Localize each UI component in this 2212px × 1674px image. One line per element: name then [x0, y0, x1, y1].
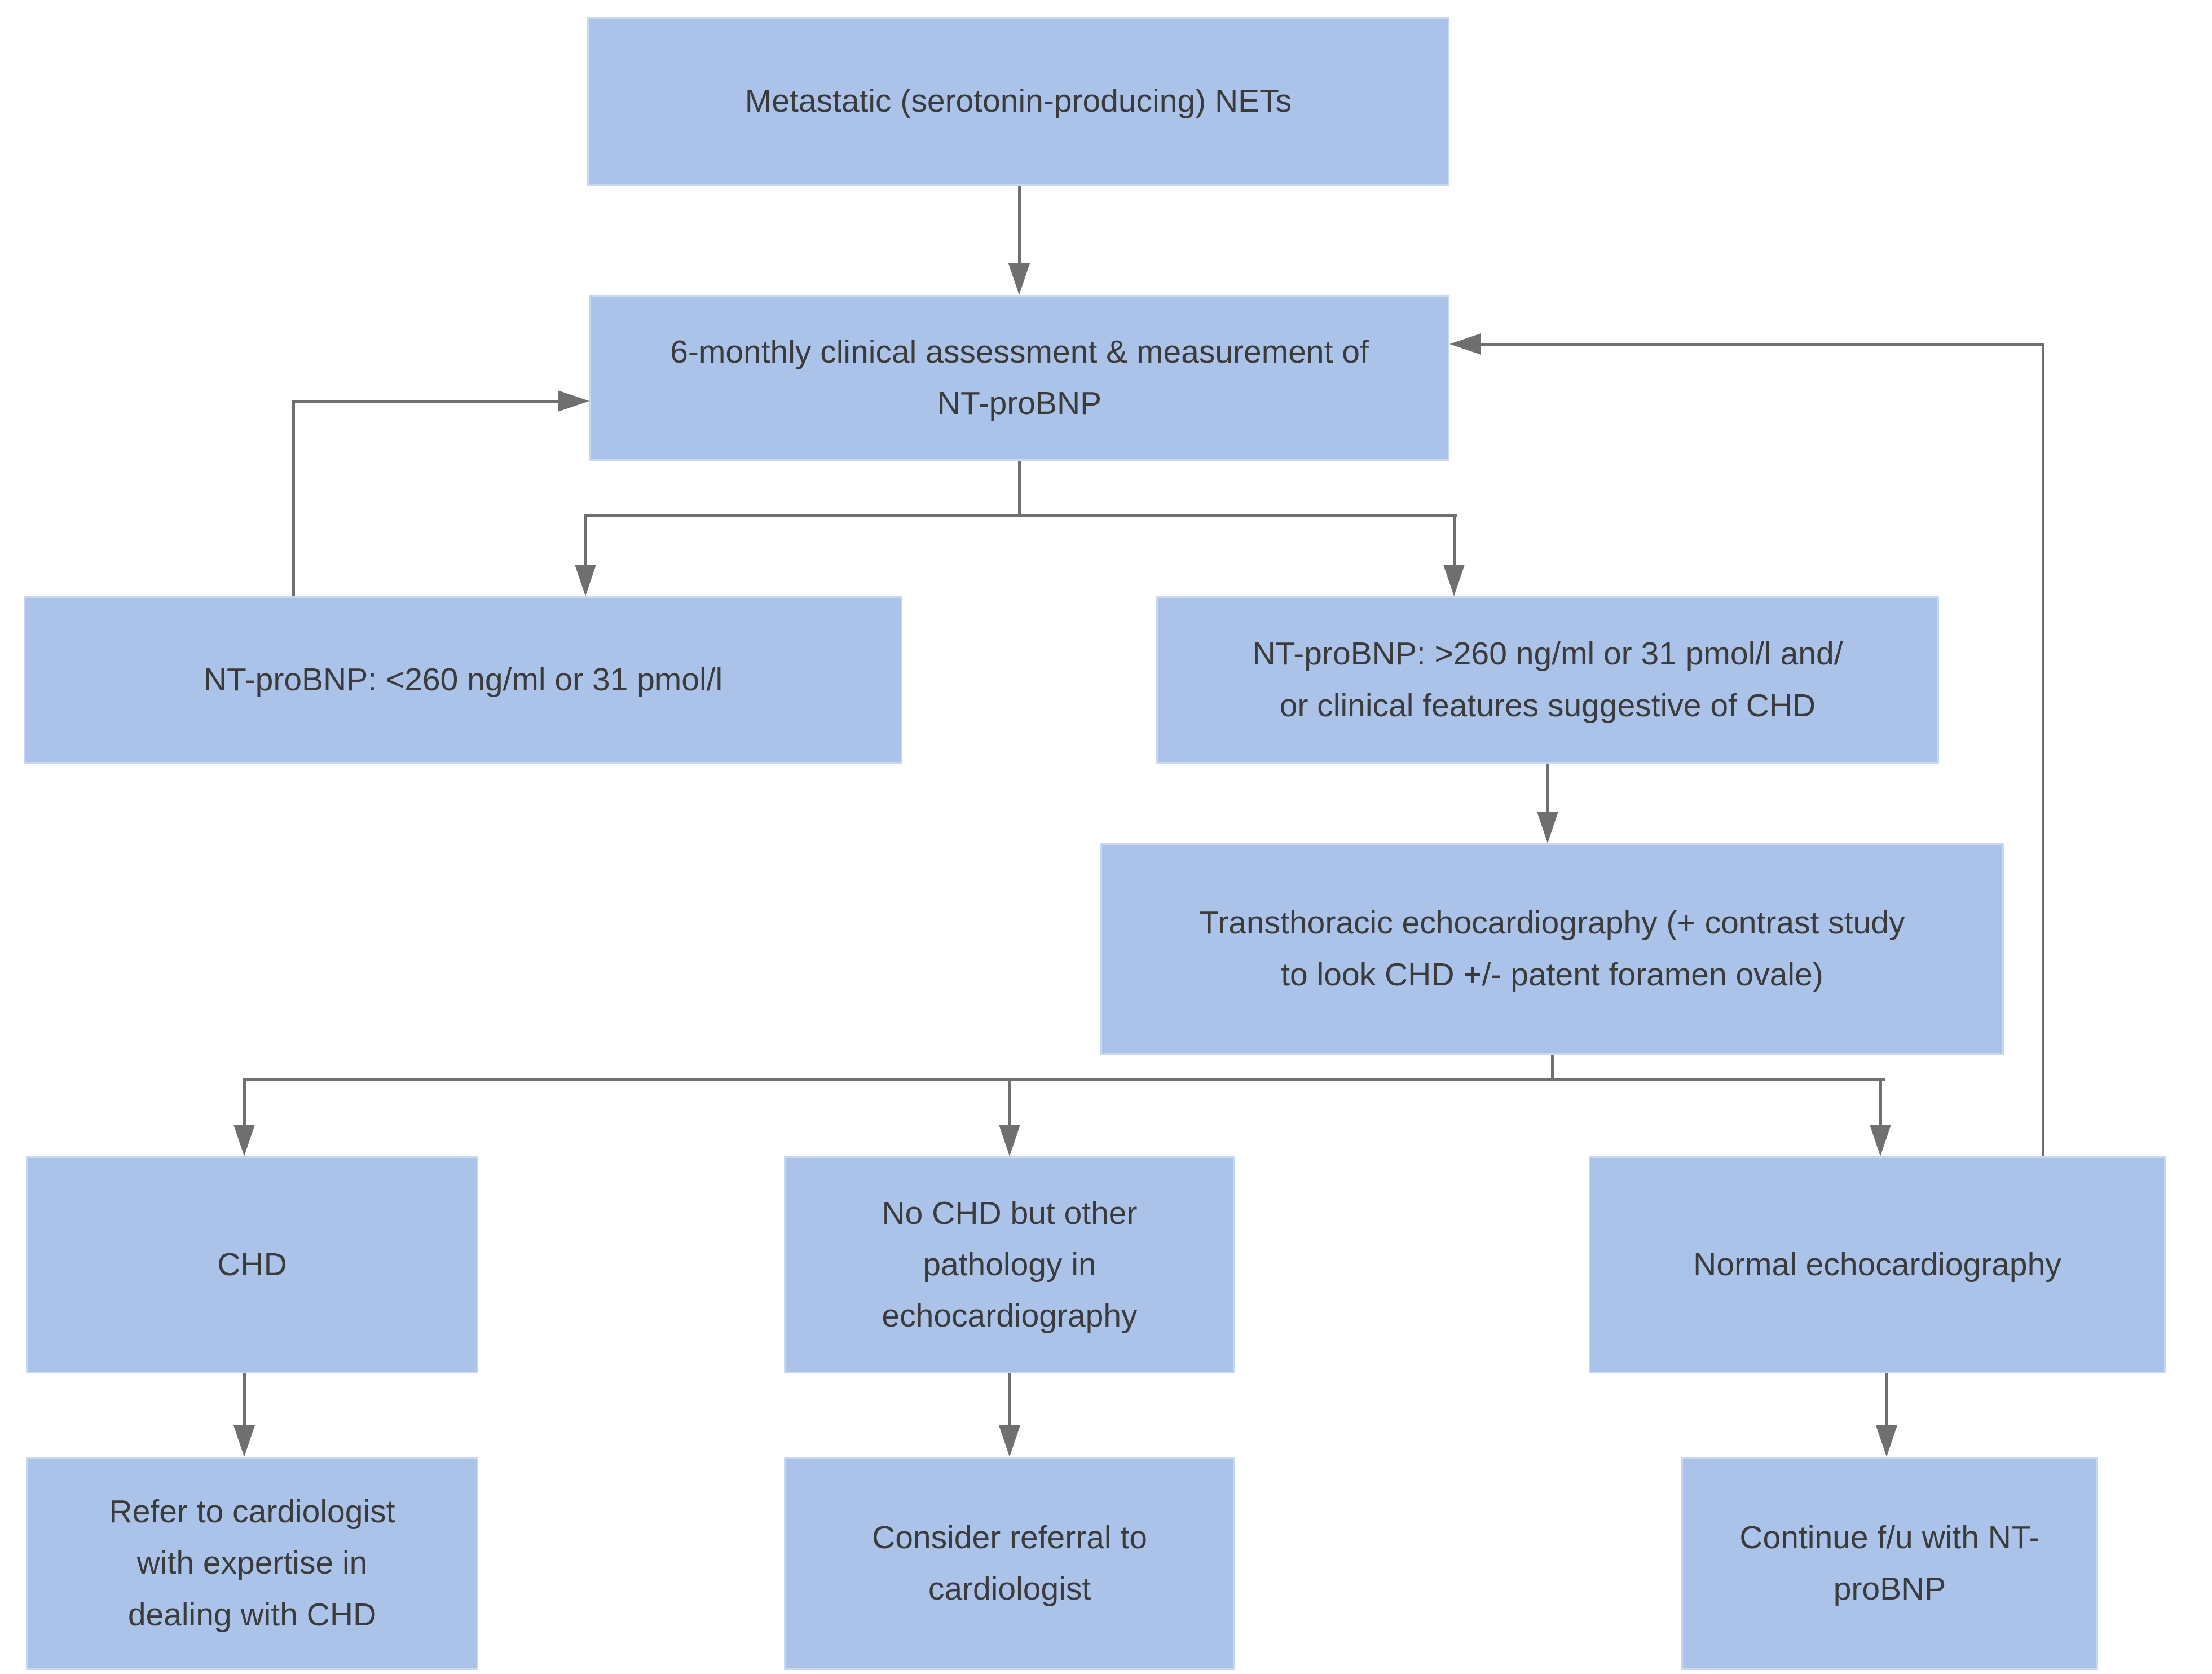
node-ntprobnp-high: NT-proBNP: >260 ng/ml or 31 pmol/l and/ … — [1156, 596, 1939, 764]
edge-tte-to-normal-echo-line — [1879, 1078, 1882, 1127]
node-assessment: 6-monthly clinical assessment & measurem… — [589, 295, 1449, 461]
edge-chd-to-refer-arrowhead-icon — [233, 1425, 255, 1457]
node-metastatic-nets-label: Metastatic (serotonin-producing) NETs — [744, 83, 1292, 120]
edge-tte-to-no-chd-arrowhead-icon — [999, 1125, 1020, 1156]
node-continue-fu: Continue f/u with NT- proBNP — [1681, 1457, 2098, 1670]
edge-ntprobnp-low-feedback-vertical-line — [292, 400, 295, 596]
node-consider-referral: Consider referral to cardiologist — [784, 1457, 1235, 1670]
edge-tte-to-chd-line — [243, 1078, 246, 1127]
node-normal-echo-label: Normal echocardiography — [1693, 1246, 2061, 1283]
edge-tte-to-chd-arrowhead-icon — [233, 1125, 255, 1156]
edge-assessment-to-ntprobnp-high-line — [1453, 514, 1456, 566]
edge-ntprobnp-low-feedback-horizontal-line — [292, 400, 560, 403]
node-refer-cardiologist-label: Refer to cardiologist with expertise in … — [109, 1494, 395, 1633]
node-tte-label: Transthoracic echocardiography (+ contra… — [1199, 905, 1905, 993]
edge-metastatic-to-assessment-arrowhead-icon — [1008, 263, 1030, 295]
edge-chd-to-refer-line — [243, 1373, 246, 1428]
node-no-chd-other-pathology: No CHD but other pathology in echocardio… — [784, 1156, 1235, 1373]
edge-assessment-split-crossbar-line — [584, 514, 1457, 517]
edge-ntprobnp-high-to-tte-arrowhead-icon — [1537, 812, 1558, 843]
edge-tte-split-stem-line — [1551, 1055, 1554, 1080]
edge-tte-to-no-chd-line — [1008, 1078, 1011, 1127]
node-chd: CHD — [26, 1156, 478, 1373]
edge-normal-echo-feedback-vertical-line — [2042, 343, 2044, 1156]
edge-no-chd-to-consider-arrowhead-icon — [999, 1425, 1020, 1457]
edge-no-chd-to-consider-line — [1008, 1373, 1011, 1428]
edge-tte-to-normal-echo-arrowhead-icon — [1870, 1125, 1891, 1156]
node-refer-cardiologist: Refer to cardiologist with expertise in … — [26, 1457, 478, 1670]
edge-ntprobnp-low-feedback-arrowhead-icon — [558, 390, 589, 412]
edge-normal-echo-to-continue-line — [1885, 1373, 1888, 1428]
node-normal-echo: Normal echocardiography — [1589, 1156, 2166, 1373]
node-assessment-label: 6-monthly clinical assessment & measurem… — [670, 333, 1369, 421]
edge-ntprobnp-high-to-tte-line — [1546, 764, 1549, 813]
node-tte: Transthoracic echocardiography (+ contra… — [1100, 843, 2004, 1055]
node-ntprobnp-low-label: NT-proBNP: <260 ng/ml or 31 pmol/l — [203, 661, 723, 698]
edge-tte-split-crossbar-line — [243, 1078, 1885, 1081]
edge-assessment-to-ntprobnp-low-line — [584, 514, 587, 566]
edge-assessment-to-ntprobnp-low-arrowhead-icon — [575, 565, 596, 596]
node-metastatic-nets: Metastatic (serotonin-producing) NETs — [587, 17, 1449, 186]
edge-assessment-to-ntprobnp-high-arrowhead-icon — [1443, 565, 1465, 596]
edge-metastatic-to-assessment-line — [1018, 186, 1021, 266]
edge-normal-echo-feedback-arrowhead-icon — [1449, 333, 1481, 355]
edge-normal-echo-to-continue-arrowhead-icon — [1876, 1425, 1897, 1457]
node-chd-label: CHD — [217, 1246, 287, 1283]
edge-assessment-split-stem-line — [1018, 461, 1021, 515]
node-continue-fu-label: Continue f/u with NT- proBNP — [1739, 1519, 2040, 1607]
node-consider-referral-label: Consider referral to cardiologist — [872, 1519, 1147, 1607]
edge-normal-echo-feedback-horizontal-line — [1479, 343, 2044, 346]
node-ntprobnp-low: NT-proBNP: <260 ng/ml or 31 pmol/l — [24, 596, 902, 764]
node-no-chd-other-pathology-label: No CHD but other pathology in echocardio… — [882, 1195, 1138, 1334]
node-ntprobnp-high-label: NT-proBNP: >260 ng/ml or 31 pmol/l and/ … — [1252, 636, 1843, 724]
